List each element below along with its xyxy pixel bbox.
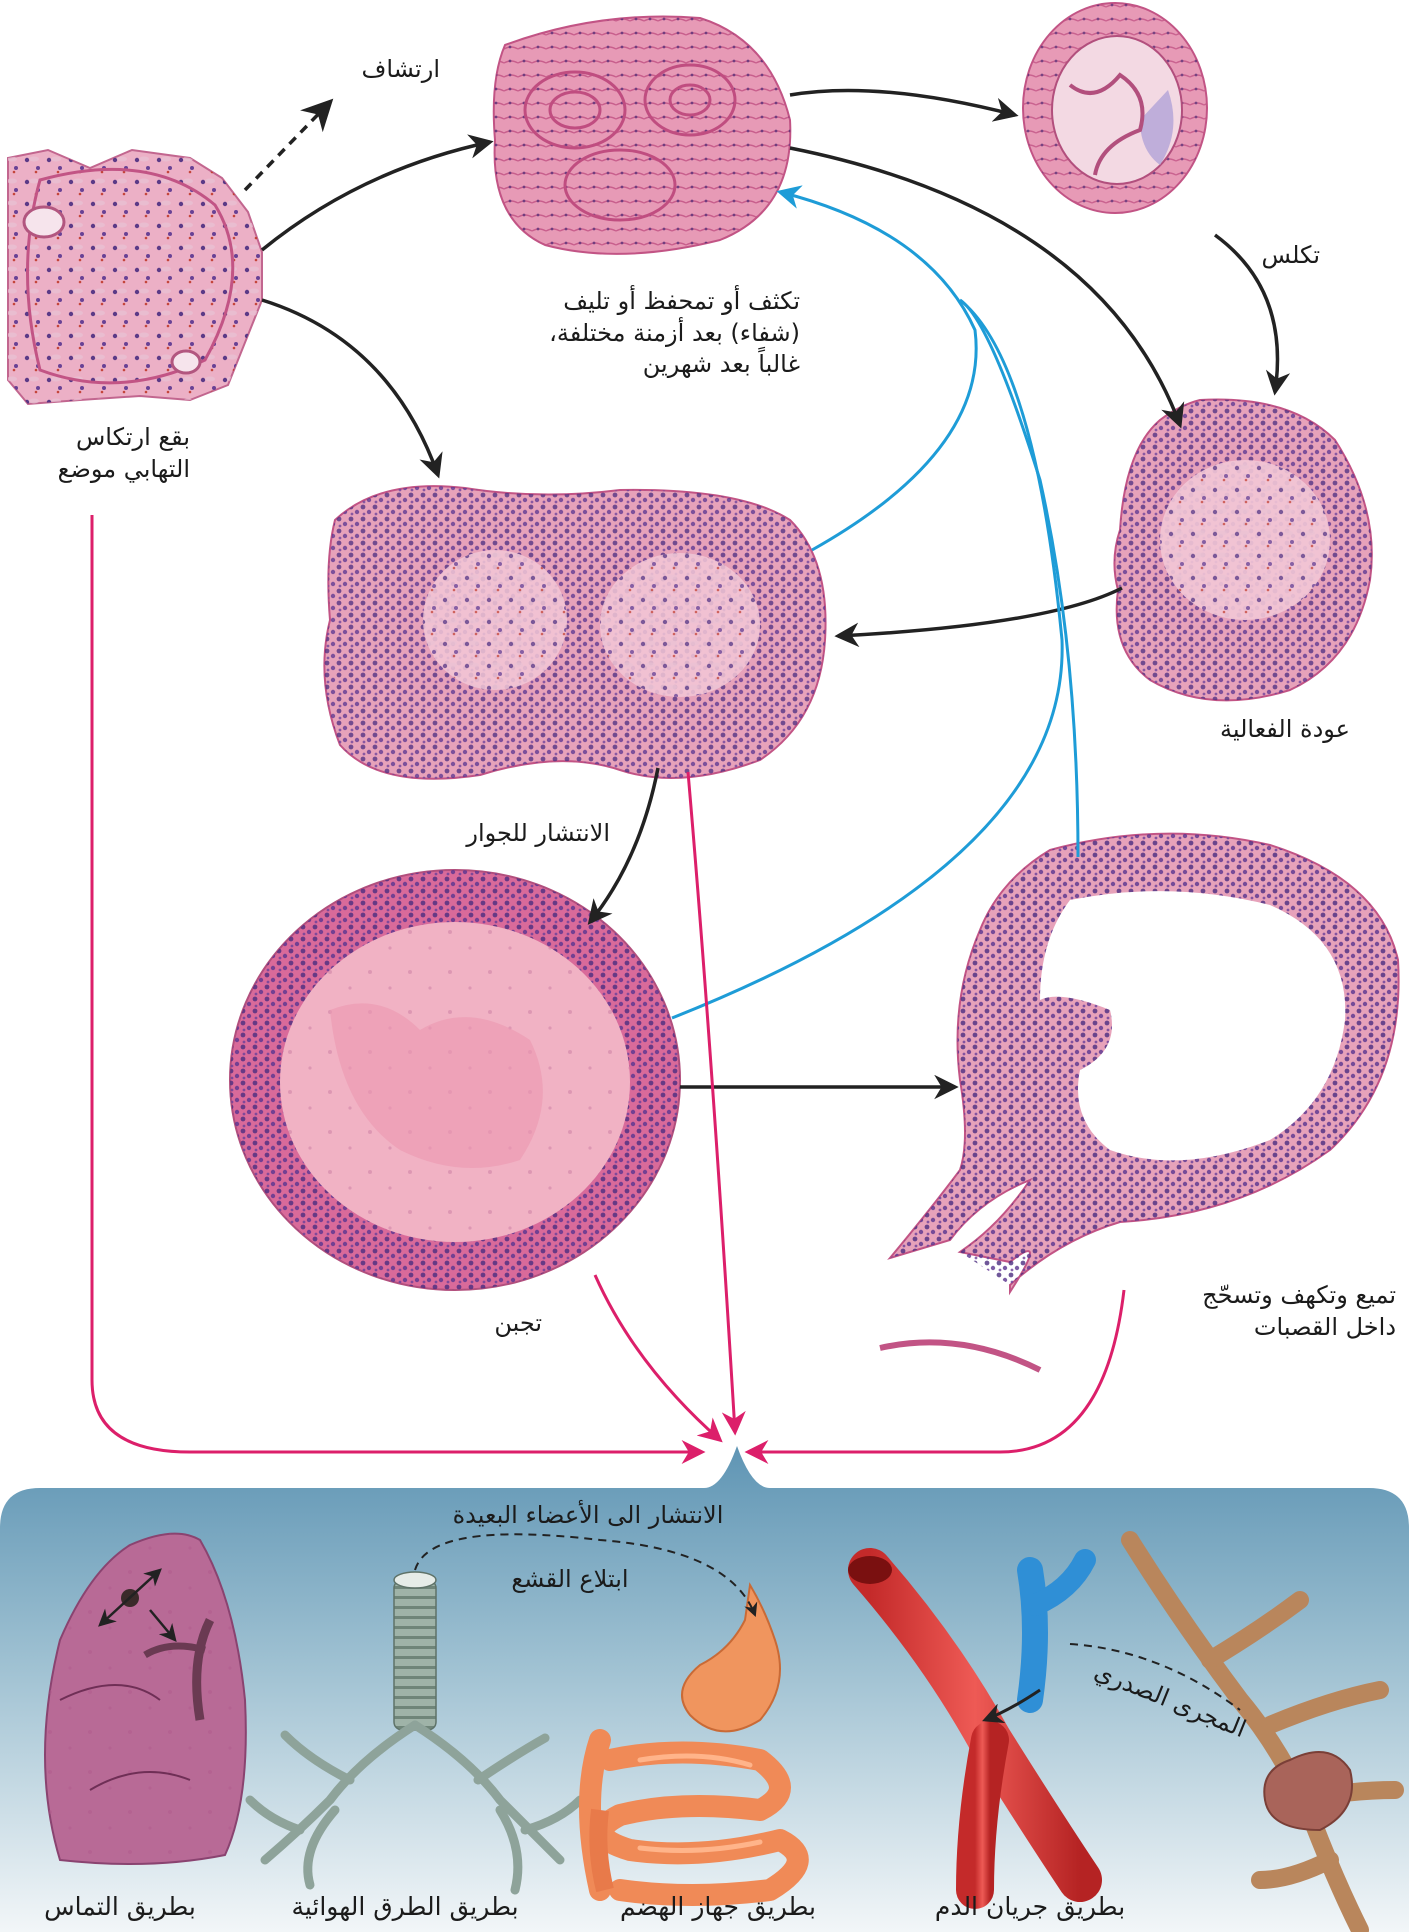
reactivation-label: عودة الفعالية [1219, 715, 1350, 743]
primary-lesion-tissue-icon [7, 148, 263, 406]
calcified-nodule-tissue-icon [1022, 2, 1208, 214]
reactivation-tissue-icon [1113, 398, 1373, 702]
blue-arrow-spread-to-healing [776, 185, 978, 552]
liquefaction-label: تميع وتكهف وتسحّج داخل القصبات [1202, 1281, 1396, 1341]
local-spread-label: الانتشار للجوار [466, 819, 610, 847]
sputum-swallowing-label: ابتلاع القشع [511, 1565, 629, 1593]
blood-vessels-icon [848, 1548, 1102, 1909]
arrow-lesion-to-spread [261, 298, 443, 479]
blue-arrow-cavity-to-healing [959, 298, 1080, 858]
arrow-spread-to-caseation [587, 767, 660, 925]
lung-organ-icon [44, 1532, 247, 1865]
trachea-bronchi-icon [245, 1571, 585, 1895]
caseation-tissue-icon [229, 869, 681, 1291]
route-contact-label: بطريق التماس [44, 1892, 196, 1921]
arrow-lesion-to-resorption [243, 98, 334, 192]
healing-arrows [671, 185, 1080, 1020]
arrow-calcified-to-reactivation [1213, 233, 1291, 396]
magenta-arrow-caseation-to-panel [593, 1274, 723, 1443]
caseation-label: تجبن [494, 1309, 542, 1337]
distant-spread-label: الانتشار الى الأعضاء البعيدة [452, 1501, 724, 1529]
cavity-tissue-icon [879, 832, 1400, 1373]
arrow-reactivation-to-spread [834, 586, 1123, 648]
primary-lesion-label: بقع ارتكاس التهابي موضع [57, 423, 190, 483]
progression-arrows [243, 88, 1291, 1100]
calcification-label: تكلس [1261, 241, 1320, 269]
arrow-healing-to-reactivation [789, 146, 1185, 429]
route-airway-label: بطريق الطرق الهوائية [291, 1892, 519, 1921]
sputum-dashed-path [414, 1533, 758, 1617]
dissemination-arrows [90, 515, 1126, 1464]
digestive-tract-icon [579, 1582, 809, 1906]
route-blood-label: بطريق جريان الدم [934, 1892, 1126, 1921]
route-digestive-label: بطريق جهاز الهضم [619, 1892, 817, 1921]
healing-label: تكثف أو تمحفظ أو تليف (شفاء) بعد أزمنة م… [549, 287, 800, 379]
fibrous-nodule-tissue-icon [492, 15, 792, 255]
blue-arrow-caseation-to-healing [671, 298, 1064, 1020]
resorption-label: ارتشاف [361, 55, 440, 83]
arrow-lesion-to-healing [260, 134, 494, 252]
lymphatic-vessels-icon [1069, 1531, 1404, 1932]
local-spread-tissue-icon [323, 485, 827, 780]
arrow-healing-to-calcified [789, 88, 1019, 122]
magenta-arrow-cavity-to-panel [744, 1289, 1126, 1464]
magenta-arrow-lesion-to-panel [90, 515, 706, 1464]
magenta-arrow-spread-to-panel [686, 771, 746, 1436]
